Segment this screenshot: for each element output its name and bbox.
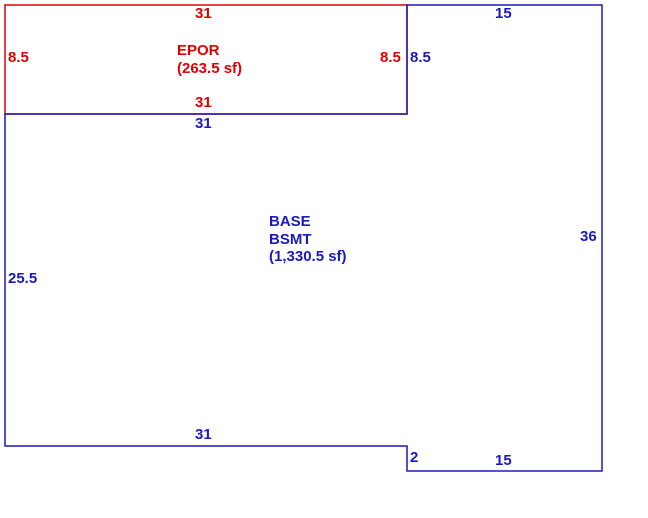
base-outline <box>4 4 603 472</box>
dim-base-bottom-left: 31 <box>195 426 212 443</box>
dim-base-right-upper: 8.5 <box>410 49 431 66</box>
epor-area-label: (263.5 sf) <box>177 60 243 77</box>
dim-base-step: 2 <box>410 449 419 466</box>
base-sub-label: BSMT <box>269 231 312 248</box>
dim-base-top-left: 31 <box>195 115 212 132</box>
epor-code-label: EPOR <box>177 42 220 59</box>
base-code-label: BASE <box>269 213 311 230</box>
dim-base-bottom-right: 15 <box>495 452 512 469</box>
dim-epor-right: 8.5 <box>380 49 401 66</box>
dim-base-left: 25.5 <box>8 270 38 287</box>
dim-base-top-right: 15 <box>495 5 512 22</box>
dim-epor-left: 8.5 <box>8 49 29 66</box>
base-area-label: (1,330.5 sf) <box>269 248 347 265</box>
dim-epor-bottom: 31 <box>195 94 212 111</box>
dim-epor-top: 31 <box>195 5 212 22</box>
dim-base-right: 36 <box>580 228 597 245</box>
